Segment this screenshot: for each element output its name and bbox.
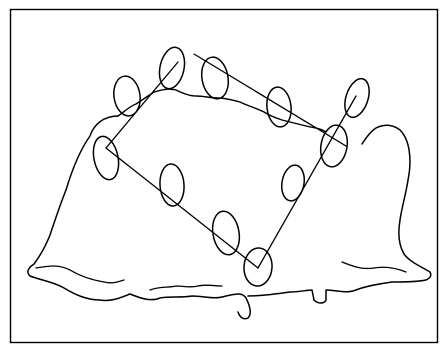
node-ovals <box>90 45 374 287</box>
outer-frame <box>11 10 438 343</box>
node-oval <box>90 134 123 182</box>
connector-line <box>106 148 258 268</box>
connector-line <box>194 54 346 146</box>
node-oval <box>111 74 142 117</box>
node-oval <box>199 55 232 101</box>
connector-lines <box>106 54 356 268</box>
lower-contour-mid <box>150 285 222 290</box>
node-oval <box>156 45 188 91</box>
landmass-outline <box>28 116 431 319</box>
lower-contour-left <box>36 266 124 283</box>
lower-contour-right <box>342 262 406 272</box>
node-oval <box>265 86 293 128</box>
node-oval <box>279 163 307 202</box>
